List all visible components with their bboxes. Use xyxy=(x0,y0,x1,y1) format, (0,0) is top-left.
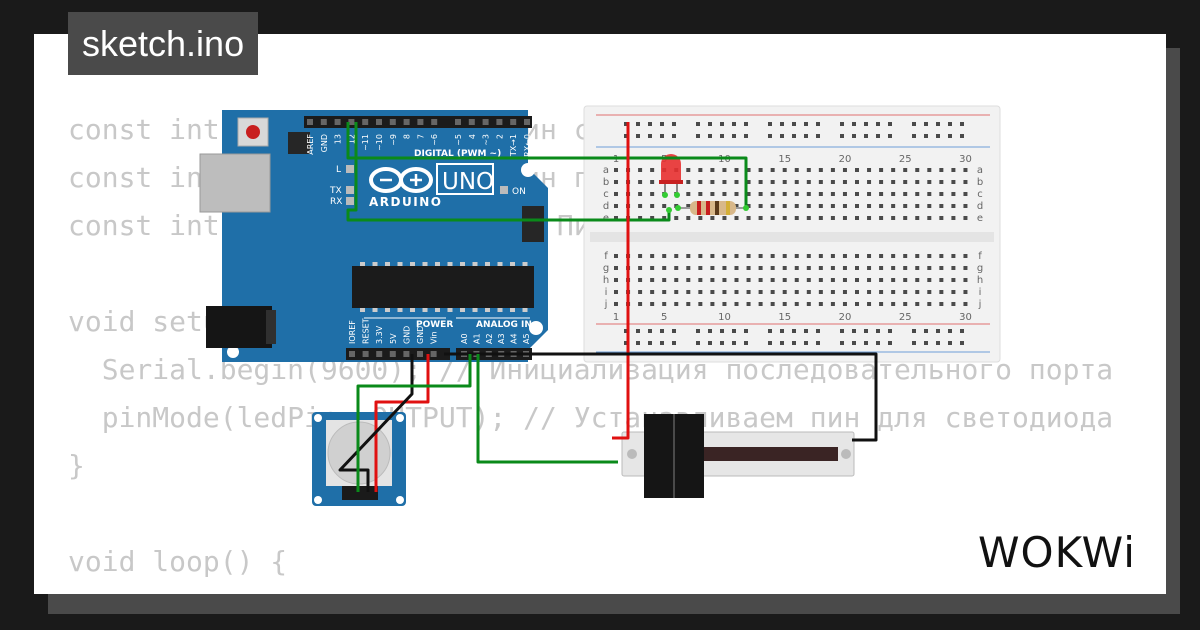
analog-pin-label: A2 xyxy=(485,333,494,344)
slide-potentiometer[interactable] xyxy=(621,414,855,498)
resistor[interactable] xyxy=(678,201,748,215)
digital-pin-label: RX←0 xyxy=(523,134,532,157)
analog-pin-label: A0 xyxy=(460,333,469,344)
wire-red-sensor-vcc xyxy=(374,354,430,492)
column-number: 25 xyxy=(899,312,912,323)
column-number: 30 xyxy=(959,154,972,165)
row-letter: e xyxy=(977,213,983,224)
digital-pin-label: 8 xyxy=(403,134,412,139)
column-number: 15 xyxy=(778,312,791,323)
tx-led-label: TX xyxy=(329,186,342,196)
digital-pin-label: 4 xyxy=(468,134,477,139)
digital-pin-label: TX→1 xyxy=(509,134,518,157)
column-number: 15 xyxy=(778,154,791,165)
analog-pin-label: A1 xyxy=(472,333,481,344)
breadboard-rails xyxy=(624,122,964,345)
wire-green-a0-pot xyxy=(476,354,618,464)
column-number: 10 xyxy=(718,312,731,323)
row-letter: f xyxy=(978,251,982,262)
power-pin-label: 5V xyxy=(389,333,398,344)
analog-pin-label: A3 xyxy=(497,333,506,344)
code-line: } xyxy=(68,449,85,482)
digital-pin-label: ~3 xyxy=(482,134,491,146)
digital-label: DIGITAL (PWM ~) xyxy=(414,149,501,159)
digital-pin-label: 12 xyxy=(347,134,356,144)
atmega-chip xyxy=(352,262,534,312)
row-letter: a xyxy=(603,165,609,176)
usb-port xyxy=(199,153,271,213)
power-pin-label: Vin xyxy=(430,331,439,344)
row-letter: a xyxy=(977,165,983,176)
analog-pin-label: A5 xyxy=(522,333,531,344)
column-number: 20 xyxy=(839,154,852,165)
code-line: int potValue = analogRead(potPin); // Чи… xyxy=(68,586,1130,594)
wire-green-sensor-sig xyxy=(356,354,472,492)
digital-pin-label: ~9 xyxy=(389,134,398,146)
power-pin-label: RESET xyxy=(362,318,371,344)
file-tab[interactable]: sketch.ino xyxy=(68,12,259,75)
on-led-label: ON xyxy=(512,187,526,197)
wire-green-13-led xyxy=(346,122,748,208)
row-letter: h xyxy=(603,275,609,286)
digital-pin-label: GND xyxy=(320,134,329,152)
wire-black-gnd-pot xyxy=(444,352,878,442)
wire-black-sensor-gnd xyxy=(338,354,414,492)
digital-pin-label: 2 xyxy=(495,134,504,139)
digital-pin-label: AREF xyxy=(306,134,315,155)
power-pin-label: GND xyxy=(416,326,425,344)
row-letter: d xyxy=(603,201,609,212)
row-letter: i xyxy=(979,287,982,298)
row-letter: j xyxy=(978,299,982,310)
row-letter: c xyxy=(603,189,609,200)
code-line: void loop() { xyxy=(68,545,288,578)
digital-pin-label: ~5 xyxy=(454,134,463,146)
column-number: 20 xyxy=(839,312,852,323)
digital-pin-label: ~10 xyxy=(375,134,384,151)
power-pin-label: IOREF xyxy=(348,320,357,344)
power-jack xyxy=(206,306,272,348)
row-letter: d xyxy=(977,201,983,212)
row-letter: j xyxy=(604,299,608,310)
power-header xyxy=(346,348,450,360)
connection-dots xyxy=(662,192,749,213)
power-pin-label: 3.3V xyxy=(375,325,384,344)
power-label: POWER xyxy=(416,320,453,330)
column-number: 30 xyxy=(959,312,972,323)
wires xyxy=(338,122,878,492)
digital-pin-label: 7 xyxy=(416,134,425,139)
row-letter: f xyxy=(604,251,608,262)
digital-pin-label: ~6 xyxy=(430,134,439,146)
column-number: 1 xyxy=(613,312,619,323)
row-letter: b xyxy=(977,177,983,188)
arduino-infinity-logo xyxy=(369,167,433,193)
board-model-label: UNO xyxy=(442,169,494,195)
row-letter: g xyxy=(603,263,609,274)
column-number: 25 xyxy=(899,154,912,165)
row-letter: c xyxy=(977,189,983,200)
rx-led-label: RX xyxy=(330,197,342,207)
digital-pin-label: 13 xyxy=(334,134,343,144)
icsp-header xyxy=(288,132,544,242)
wokwi-logo: WOKWi xyxy=(978,528,1136,577)
l-led-label: L xyxy=(336,165,341,175)
row-letter: b xyxy=(603,177,609,188)
wire-red-5v-rail xyxy=(612,122,630,440)
analog-label: ANALOG IN xyxy=(476,320,532,330)
column-number: 5 xyxy=(661,312,667,323)
power-pin-label: GND xyxy=(402,326,411,344)
row-letter: i xyxy=(605,287,608,298)
analog-pin-label: A4 xyxy=(510,333,519,344)
row-letter: g xyxy=(977,263,983,274)
wire-green-gnd-row xyxy=(346,122,671,222)
digital-pin-label: ~11 xyxy=(361,134,370,151)
row-letter: h xyxy=(977,275,983,286)
brand-label: ARDUINO xyxy=(369,195,442,209)
